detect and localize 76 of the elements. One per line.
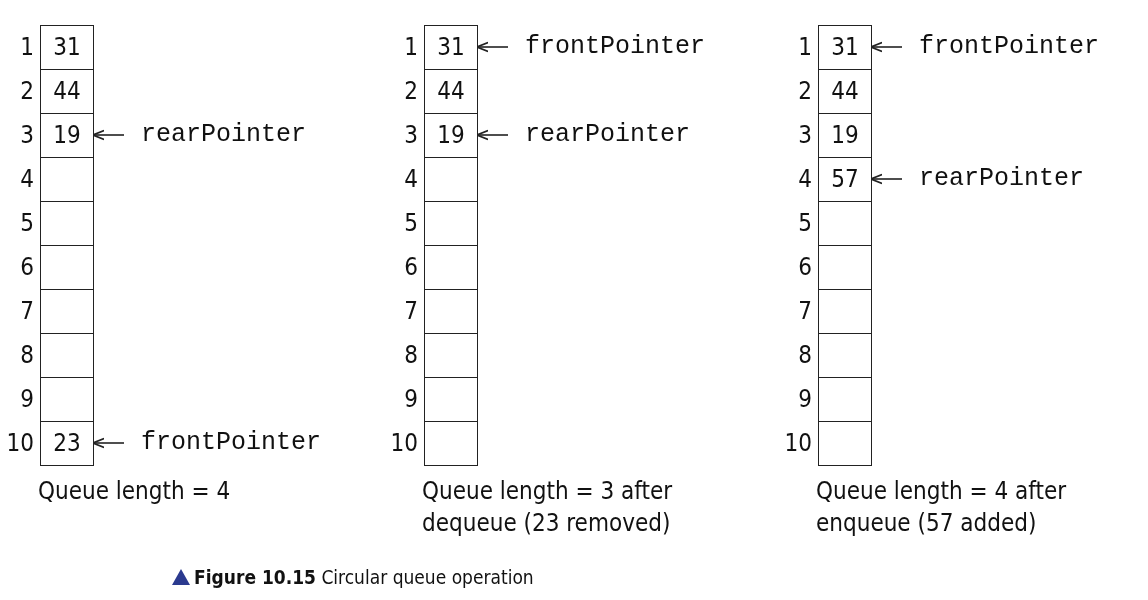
pointer-label: frontPointer bbox=[124, 421, 322, 465]
index-number: 5 bbox=[797, 208, 812, 239]
empty-queue-cell bbox=[424, 289, 478, 334]
index-number: 7 bbox=[797, 296, 812, 327]
empty-queue-cell bbox=[40, 333, 94, 378]
queue-cell: 44 bbox=[40, 69, 94, 114]
queue-cell: 31 bbox=[40, 25, 94, 70]
index-number: 9 bbox=[797, 384, 812, 415]
pointer-label: frontPointer bbox=[902, 25, 1100, 69]
pointer-label: rearPointer bbox=[508, 113, 691, 157]
queue-cell: 19 bbox=[818, 113, 872, 158]
index-number: 6 bbox=[19, 252, 34, 283]
queue-caption: Queue length = 4 after enqueue (57 added) bbox=[816, 476, 1068, 539]
index-number: 1 bbox=[403, 32, 418, 63]
empty-queue-cell bbox=[818, 421, 872, 466]
arrow bbox=[476, 41, 509, 53]
empty-queue-cell bbox=[424, 377, 478, 422]
queue-cell: 44 bbox=[424, 69, 478, 114]
index-number: 10 bbox=[783, 428, 812, 459]
empty-queue-cell bbox=[40, 157, 94, 202]
index-number: 1 bbox=[19, 32, 34, 63]
index-number: 1 bbox=[797, 32, 812, 63]
arrow bbox=[476, 129, 509, 141]
index-number: 2 bbox=[797, 76, 812, 107]
empty-queue-cell bbox=[424, 245, 478, 290]
empty-queue-cell bbox=[40, 289, 94, 334]
index-number: 9 bbox=[403, 384, 418, 415]
index-number: 8 bbox=[403, 340, 418, 371]
index-number: 5 bbox=[403, 208, 418, 239]
empty-queue-cell bbox=[818, 289, 872, 334]
empty-queue-cell bbox=[818, 333, 872, 378]
empty-queue-cell bbox=[424, 157, 478, 202]
figure-caption: Figure 10.15 Circular queue operation bbox=[194, 566, 534, 588]
index-number: 10 bbox=[5, 428, 34, 459]
pointer-label: rearPointer bbox=[902, 157, 1085, 201]
index-number: 9 bbox=[19, 384, 34, 415]
index-number: 2 bbox=[403, 76, 418, 107]
queue-caption: Queue length = 4 bbox=[38, 476, 232, 507]
queue-cell: 19 bbox=[40, 113, 94, 158]
index-number: 3 bbox=[797, 120, 812, 151]
empty-queue-cell bbox=[40, 377, 94, 422]
index-number: 4 bbox=[19, 164, 34, 195]
queue-cell: 31 bbox=[818, 25, 872, 70]
index-number: 4 bbox=[403, 164, 418, 195]
index-number: 8 bbox=[797, 340, 812, 371]
arrow bbox=[92, 129, 125, 141]
index-number: 7 bbox=[403, 296, 418, 327]
index-number: 5 bbox=[19, 208, 34, 239]
queue-cell: 23 bbox=[40, 421, 94, 466]
arrow bbox=[870, 41, 903, 53]
empty-queue-cell bbox=[424, 201, 478, 246]
index-number: 8 bbox=[19, 340, 34, 371]
empty-queue-cell bbox=[40, 245, 94, 290]
index-number: 4 bbox=[797, 164, 812, 195]
index-number: 7 bbox=[19, 296, 34, 327]
index-number: 2 bbox=[19, 76, 34, 107]
empty-queue-cell bbox=[424, 333, 478, 378]
empty-queue-cell bbox=[424, 421, 478, 466]
pointer-label: frontPointer bbox=[508, 25, 706, 69]
index-number: 6 bbox=[403, 252, 418, 283]
index-number: 3 bbox=[19, 120, 34, 151]
empty-queue-cell bbox=[40, 201, 94, 246]
empty-queue-cell bbox=[818, 245, 872, 290]
index-number: 6 bbox=[797, 252, 812, 283]
index-number: 10 bbox=[389, 428, 418, 459]
empty-queue-cell bbox=[818, 377, 872, 422]
arrow bbox=[92, 437, 125, 449]
queue-cell: 31 bbox=[424, 25, 478, 70]
queue-cell: 57 bbox=[818, 157, 872, 202]
pointer-label: rearPointer bbox=[124, 113, 307, 157]
queue-cell: 44 bbox=[818, 69, 872, 114]
index-number: 3 bbox=[403, 120, 418, 151]
arrow bbox=[870, 173, 903, 185]
queue-cell: 19 bbox=[424, 113, 478, 158]
queue-caption: Queue length = 3 after dequeue (23 removed) bbox=[422, 476, 674, 539]
empty-queue-cell bbox=[818, 201, 872, 246]
